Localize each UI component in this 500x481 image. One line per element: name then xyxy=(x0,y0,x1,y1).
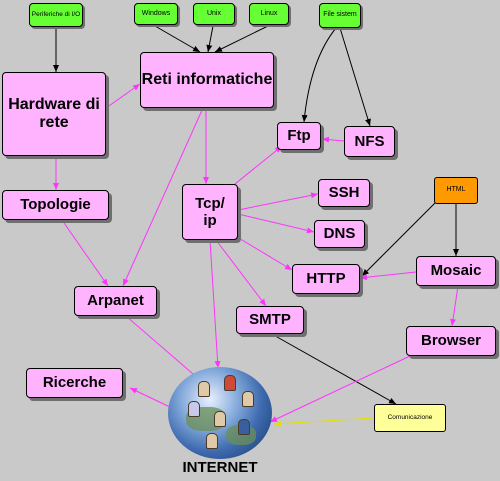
node-nfs-label: NFS xyxy=(354,132,385,150)
node-dns[interactable]: DNS xyxy=(314,220,365,248)
edge-topologie-arpanet xyxy=(61,219,109,287)
node-reti[interactable]: Reti informatiche xyxy=(140,52,274,108)
edge-filesistem-ftp xyxy=(301,27,337,123)
node-windows-label: Windows xyxy=(141,9,171,17)
edge-tcpip-smtp xyxy=(215,239,267,307)
internet-globe-image xyxy=(168,367,272,459)
edge-windows-reti xyxy=(154,25,201,53)
globe-person-figure xyxy=(224,375,236,391)
globe-person-figure xyxy=(238,419,250,435)
node-topologie-label: Topologie xyxy=(20,196,91,214)
node-periferiche[interactable]: Periferiche di I/O xyxy=(29,3,83,27)
internet-caption: INTERNET xyxy=(182,459,258,476)
edge-internet-ricerche xyxy=(129,387,173,409)
edge-tcpip-internet xyxy=(209,239,221,369)
node-ftp[interactable]: Ftp xyxy=(277,122,321,150)
node-topologie[interactable]: Topologie xyxy=(2,190,109,220)
edge-mosaic-http xyxy=(359,271,417,281)
edge-hardware-reti xyxy=(105,83,141,109)
node-periferiche-label: Periferiche di I/O xyxy=(31,11,81,19)
node-ssh-label: SSH xyxy=(328,184,360,202)
node-ssh[interactable]: SSH xyxy=(318,179,370,207)
node-html-label: HTML xyxy=(446,186,466,194)
edge-linux-reti xyxy=(214,25,269,53)
edge-tcpip-http xyxy=(231,233,293,271)
node-arpanet-label: Arpanet xyxy=(87,292,144,310)
node-smtp-label: SMTP xyxy=(249,311,291,329)
edge-tcpip-dns xyxy=(237,213,315,234)
node-ftp-label: Ftp xyxy=(287,127,311,145)
globe-person-figure xyxy=(198,381,210,397)
node-mosaic[interactable]: Mosaic xyxy=(416,256,496,286)
node-hardware[interactable]: Hardware di rete xyxy=(2,72,106,156)
node-unix[interactable]: Unix xyxy=(193,3,235,25)
node-hardware-label: Hardware di rete xyxy=(8,95,100,131)
node-dns-label: DNS xyxy=(323,225,356,243)
edge-tcpip-ssh xyxy=(237,192,319,211)
edge-reti-arpanet xyxy=(122,107,204,287)
node-smtp[interactable]: SMTP xyxy=(236,306,304,334)
edge-mosaic-browser xyxy=(450,285,459,327)
node-unix-label: Unix xyxy=(206,9,221,17)
globe-person-figure xyxy=(242,391,254,407)
edge-arpanet-internet xyxy=(125,315,201,381)
edge-filesistem-nfs xyxy=(339,27,371,127)
node-browser-label: Browser xyxy=(420,332,482,350)
node-reti-label: Reti informatiche xyxy=(141,70,273,88)
node-tcpip-label: Tcp/ ip xyxy=(195,194,225,229)
node-mosaic-label: Mosaic xyxy=(430,262,482,280)
edge-smtp-comunicazione xyxy=(269,332,397,405)
node-comunicazione[interactable]: Comunicazione xyxy=(374,404,446,432)
node-http-label: HTTP xyxy=(306,270,346,288)
globe-person-figure xyxy=(188,401,200,417)
node-http[interactable]: HTTP xyxy=(292,264,360,294)
node-nfs[interactable]: NFS xyxy=(344,126,395,157)
node-linux-label: Linux xyxy=(260,9,278,17)
node-file-sistem-label: File sistem xyxy=(323,11,357,19)
node-ricerche-label: Ricerche xyxy=(42,374,107,392)
edge-html-http xyxy=(361,197,441,277)
edge-unix-reti xyxy=(206,25,214,53)
node-windows[interactable]: Windows xyxy=(134,3,178,25)
node-file-sistem[interactable]: File sistem xyxy=(319,3,361,28)
globe-person-figure xyxy=(206,433,218,449)
node-arpanet[interactable]: Arpanet xyxy=(74,286,157,316)
edge-browser-internet xyxy=(269,355,411,423)
node-html[interactable]: HTML xyxy=(434,177,478,204)
edge-ftp-nfs xyxy=(321,136,345,143)
node-ricerche[interactable]: Ricerche xyxy=(26,368,123,398)
node-linux[interactable]: Linux xyxy=(249,3,289,25)
node-tcpip[interactable]: Tcp/ ip xyxy=(182,184,238,240)
edge-comunicazione-internet xyxy=(273,417,375,427)
globe-person-figure xyxy=(214,411,226,427)
edge-tcpip-ftp xyxy=(229,145,283,189)
node-comunicazione-label: Comunicazione xyxy=(387,414,433,422)
node-browser[interactable]: Browser xyxy=(406,326,496,356)
